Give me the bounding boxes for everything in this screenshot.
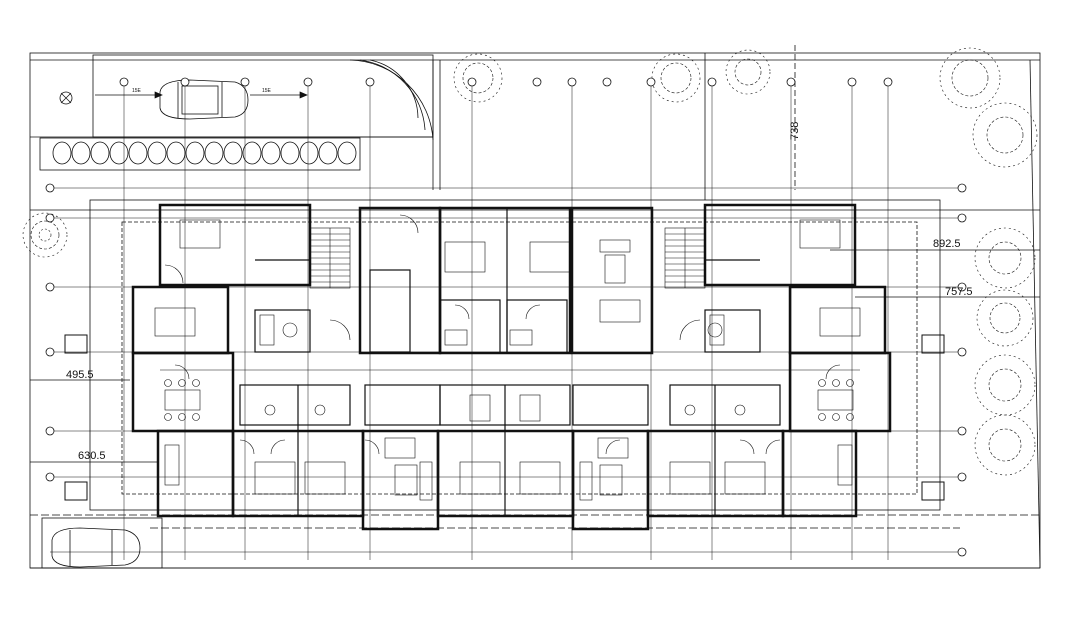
car-top	[159, 79, 249, 120]
tree-icon	[974, 227, 1036, 289]
dimension-630-5: 630.5	[78, 450, 106, 462]
tree-icon	[453, 53, 503, 103]
sofas	[164, 239, 853, 501]
parking-area	[30, 54, 441, 190]
tree-icon	[974, 354, 1036, 416]
tree-icon	[651, 53, 701, 103]
stairs-right	[664, 227, 706, 289]
dimension-495-5: 495.5	[66, 369, 94, 381]
tree-icon	[976, 289, 1034, 347]
tree-icon	[725, 49, 771, 95]
dining-tables	[164, 299, 854, 459]
grid-bubbles	[45, 77, 967, 557]
site-boundary	[29, 52, 1041, 569]
dimension-757-5: 757.5	[945, 286, 973, 298]
walls	[131, 203, 892, 531]
tree-icon	[974, 414, 1036, 476]
car-bottom	[41, 517, 163, 569]
balconies	[64, 334, 945, 501]
car-arrow-label-left: 15E	[132, 88, 142, 94]
beds	[154, 219, 861, 495]
bathroom-fixtures	[259, 314, 746, 422]
dimension-lines	[30, 249, 1040, 463]
dimension-738: 738	[789, 122, 801, 140]
tree-icon	[939, 47, 1001, 109]
trees	[22, 47, 1038, 476]
partitions	[160, 208, 860, 516]
dimension-892-5: 892.5	[933, 238, 961, 250]
hedge-row	[52, 141, 357, 165]
car-direction-arrows	[95, 91, 308, 99]
car-arrow-label-right: 15E	[262, 88, 272, 94]
tree-icon	[22, 212, 68, 258]
tree-icon	[972, 102, 1038, 168]
building-envelope	[89, 199, 941, 511]
stairs-left	[309, 227, 351, 289]
door-swings	[164, 214, 841, 455]
